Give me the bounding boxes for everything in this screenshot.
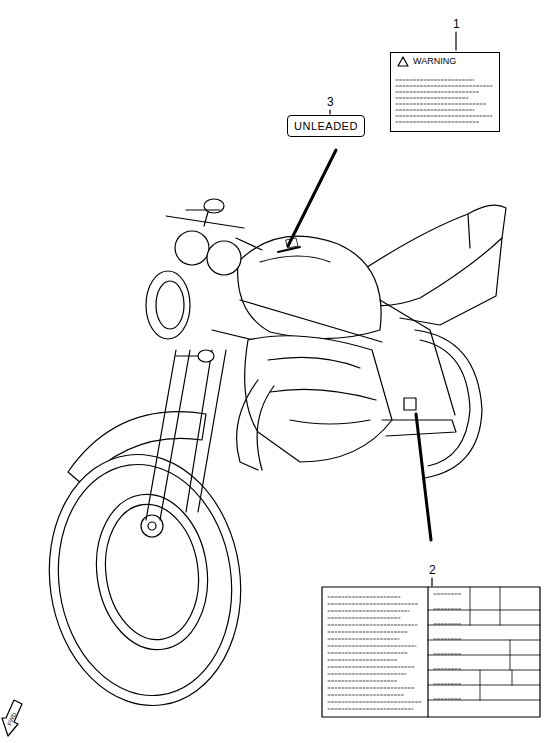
- callout-number: 2: [429, 564, 436, 576]
- leader-line: [431, 578, 432, 586]
- unleaded-label: UNLEADED: [287, 115, 365, 137]
- callout-number: 3: [327, 96, 334, 108]
- leader-line: [288, 150, 336, 246]
- forward-arrow: [2, 700, 22, 736]
- leader-line: [455, 32, 456, 50]
- warning-label: WARNING: [390, 52, 500, 132]
- tire-warning-label: [322, 587, 540, 717]
- leader-line: [416, 414, 431, 540]
- callout-number: 1: [453, 18, 460, 30]
- motorcycle: [33, 199, 506, 718]
- label-text: WARNING: [413, 56, 495, 66]
- label-text: UNLEADED: [294, 120, 358, 132]
- leader-line: [329, 110, 330, 114]
- label-divider: [427, 587, 428, 717]
- label-grid: [428, 587, 540, 700]
- warning-triangle: [398, 57, 408, 66]
